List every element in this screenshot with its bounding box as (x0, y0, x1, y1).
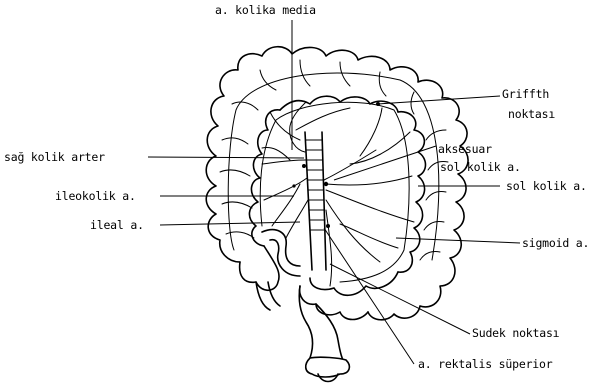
label-griffith-line2: noktası (508, 107, 555, 121)
aorta (305, 132, 326, 270)
label-sag-kolik-arter: sağ kolik arter (4, 150, 105, 164)
label-sol-kolik-upper: sol kolik a. (440, 160, 521, 174)
sigmoid-rectum (299, 272, 398, 382)
label-sigmoid: sigmoid a. (522, 236, 589, 250)
label-kolika-media: a. kolika media (215, 3, 316, 17)
labels: a. kolika media Griffth noktası sağ koli… (4, 3, 589, 371)
label-griffith-line1: Griffth (502, 87, 549, 101)
label-aksesuar: aksesuar (438, 142, 492, 156)
leader-lines (148, 20, 520, 364)
arteries (260, 102, 414, 286)
cecum-appendix (240, 230, 300, 310)
label-ileokolik: ileokolik a. (55, 189, 136, 203)
label-sol-kolik-lower: sol kolik a. (506, 179, 587, 193)
label-sudek: Sudek noktası (472, 326, 560, 340)
label-rektalis-superior: a. rektalis süperior (418, 357, 553, 371)
label-ileal: ileal a. (90, 218, 144, 232)
colon-outline (206, 47, 468, 320)
